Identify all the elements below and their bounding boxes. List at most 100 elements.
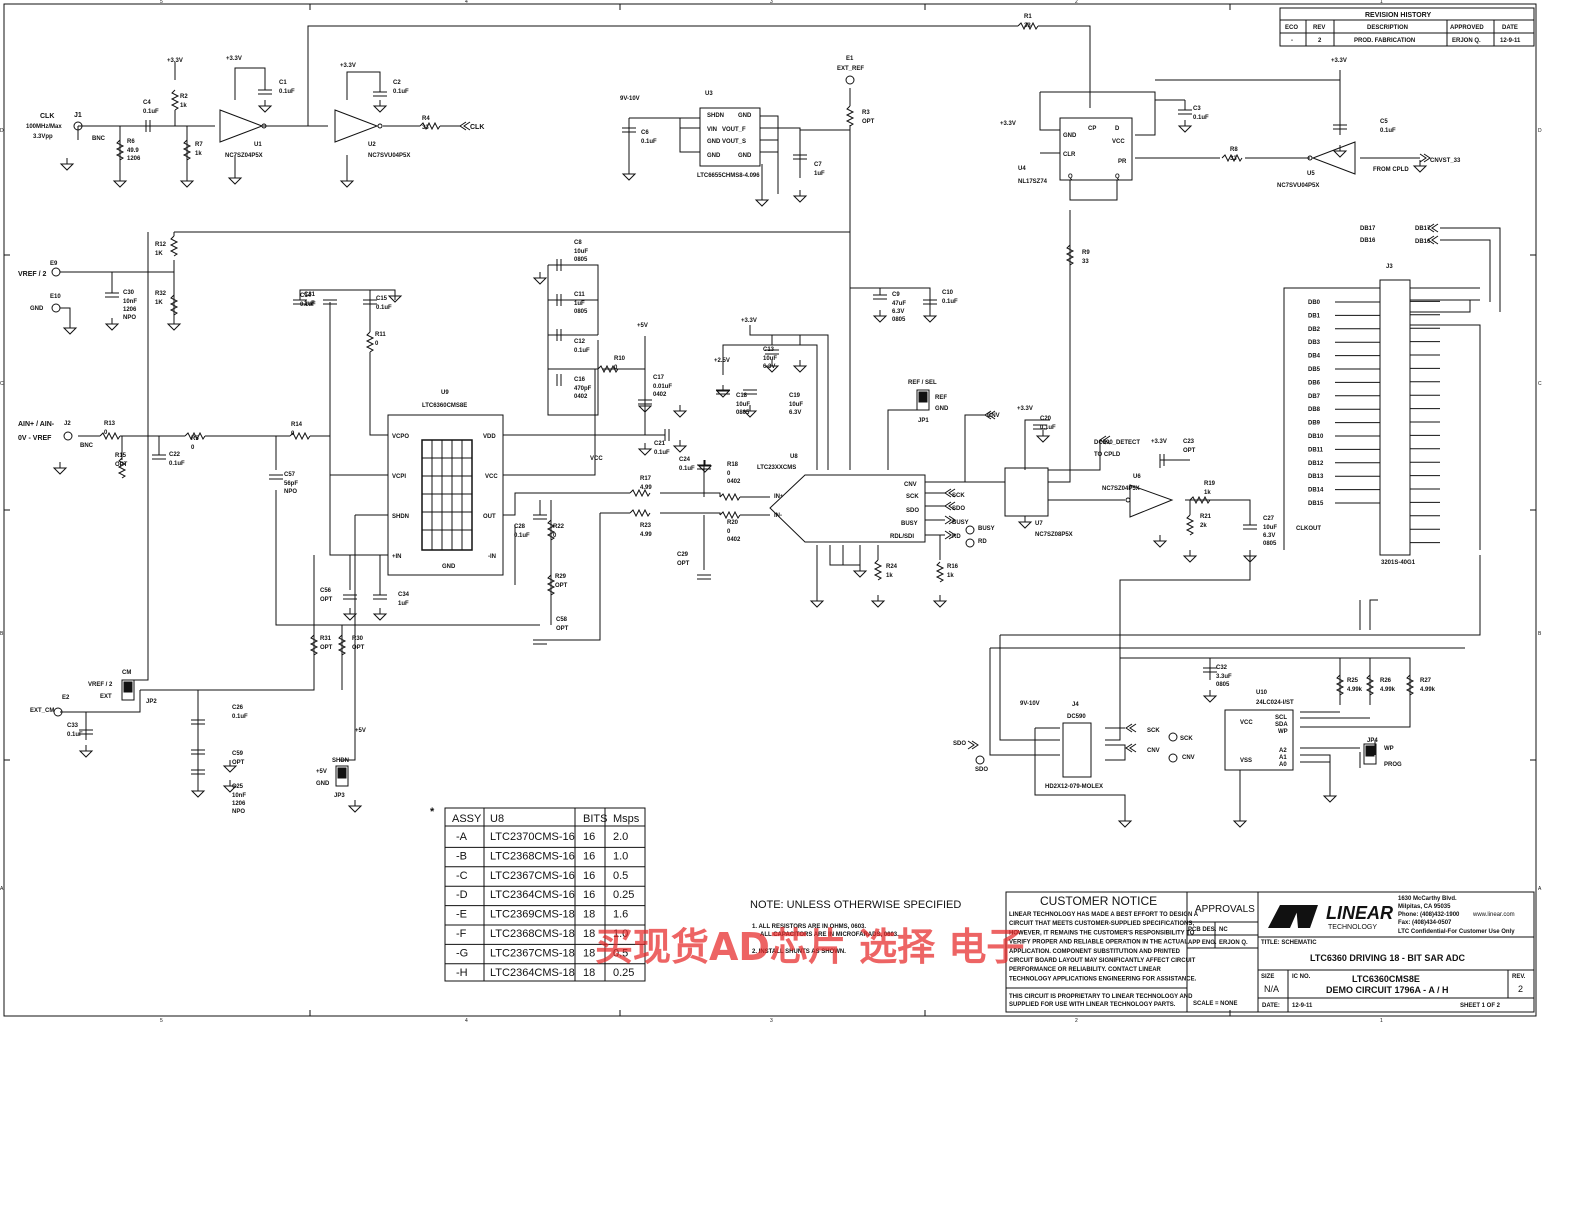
ground-icon — [1152, 535, 1168, 548]
component-r24-ref: R24 — [886, 564, 898, 570]
component-c19-val: 10uF — [789, 402, 803, 408]
e10-testpoint — [51, 303, 61, 313]
ground-icon — [715, 385, 731, 398]
component-c31-ref: C31 — [304, 292, 316, 298]
resistor-symbol — [115, 139, 125, 161]
component-r21-ref: R21 — [1200, 514, 1212, 520]
component-r12-ref: R12 — [155, 242, 167, 248]
e1-testpoint — [845, 75, 855, 85]
component-r22-val: 0 — [553, 533, 557, 539]
notice-line-1: CIRCUIT THAT MEETS CUSTOMER-SUPPLIED SPE… — [1009, 921, 1194, 927]
component-r7-val: 1k — [195, 151, 202, 157]
assy-cell-4-2: 18 — [583, 909, 595, 921]
resistor-symbol — [1221, 153, 1243, 163]
component-c20-val: 0.1uF — [1040, 425, 1056, 431]
assy-cell-3-1: LTC2364CMS-16 — [490, 889, 575, 901]
component-r10-val: 0 — [614, 365, 618, 371]
component-r20-val: 0 — [727, 529, 731, 535]
assy-cell-0-2: 16 — [583, 831, 595, 843]
assy-cell-3-0: -D — [456, 889, 468, 901]
label-u8-pins-3: CNV — [904, 482, 917, 488]
component-c58-val: OPT — [556, 626, 569, 632]
label-labels-e9: E9 — [50, 261, 58, 267]
label-u9-pins-6: +IN — [392, 554, 402, 560]
assy-cell-6-3: 0.5 — [613, 947, 628, 959]
label-u3-pins-2: VIN — [707, 127, 717, 133]
label-u3-pins-0: SHDN — [707, 113, 724, 119]
label-parts-u6-0: U6 — [1133, 474, 1141, 480]
assy-cell-7-0: -H — [456, 967, 468, 979]
label-u9-pins-4: SHDN — [392, 514, 409, 520]
component-c20-ref: C20 — [1040, 416, 1052, 422]
capacitor-symbol — [697, 574, 711, 580]
label-labels-ref: REF — [935, 395, 947, 401]
demo-circuit: DEMO CIRCUIT 1796A - A / H — [1326, 985, 1449, 995]
label-labels-cnv: CNV — [1182, 755, 1195, 761]
date-label: DATE: — [1262, 1003, 1280, 1009]
component-c33-ref: C33 — [67, 723, 79, 729]
component-r4-val: 33 — [422, 125, 429, 131]
db-bus-db0: DB0 — [1308, 300, 1321, 306]
col-3-top: 3 — [770, 0, 773, 5]
jp1-jumper-shunt — [918, 391, 928, 403]
component-r20-pkg: 0402 — [727, 537, 741, 543]
capacitor-symbol — [556, 374, 562, 386]
ground-icon — [621, 168, 637, 181]
component-c9-val: 47uF — [892, 301, 906, 307]
db-bus-db8: DB8 — [1308, 407, 1321, 413]
resistor-symbol — [169, 235, 179, 257]
row-c-left: C — [0, 381, 4, 387]
component-r19-val: 1k — [1204, 490, 1211, 496]
label-parts-u3-0: U3 — [705, 91, 713, 97]
label-labels-gnd: GND — [30, 306, 44, 312]
label-parts-u2-0: U2 — [368, 142, 376, 148]
component-c34-ref: C34 — [398, 592, 410, 598]
db16-arrow — [1427, 235, 1439, 245]
row-d-right: D — [1538, 128, 1542, 134]
resistor-symbol — [117, 457, 127, 479]
component-c4-val: 0.1uF — [143, 109, 159, 115]
sdo-arrow — [944, 501, 956, 511]
capacitor-symbol — [323, 299, 337, 305]
component-c5-ref: C5 — [1380, 119, 1388, 125]
label-u4-pins-1: CP — [1088, 126, 1096, 132]
label-labels-cnv: CNV — [987, 413, 1000, 419]
label-labels-busy: BUSY — [978, 526, 995, 532]
rev-eco: - — [1291, 38, 1293, 44]
size-value: N/A — [1264, 984, 1279, 994]
component-c26-ref: C26 — [232, 705, 244, 711]
db-bus-db14: DB14 — [1308, 488, 1324, 494]
component-r2-ref: R2 — [180, 94, 188, 100]
ground-icon — [532, 272, 548, 285]
label-u8-pins-4: SCK — [906, 494, 919, 500]
label-labels-jp3: JP3 — [334, 793, 345, 799]
u3-ic — [699, 107, 761, 167]
label-parts-u6-1: NC7SZ04P5X — [1102, 486, 1140, 492]
label-u4-pins-3: VCC — [1112, 139, 1125, 145]
ground-icon — [372, 100, 388, 113]
component-r11-val: 0 — [375, 341, 379, 347]
label-labels-v9-10: 9V-10V — [1020, 701, 1040, 707]
label-u10-pins-4: VSS — [1240, 758, 1252, 764]
component-c8-pkg: 0805 — [574, 257, 588, 263]
db-bus-db9: DB9 — [1308, 421, 1321, 427]
label-u9-pins-5: OUT — [483, 514, 496, 520]
col-4-bottom: 4 — [465, 1018, 468, 1024]
label-parts-u10-0: U10 — [1256, 690, 1268, 696]
capacitor-symbol — [79, 729, 93, 735]
component-r30-val: OPT — [352, 645, 365, 651]
u7-ic — [1004, 467, 1049, 517]
label-u10-pins-0: VCC — [1240, 720, 1253, 726]
col-3-bottom: 3 — [770, 1018, 773, 1024]
assy-header-1: U8 — [490, 813, 504, 825]
ground-icon — [166, 318, 182, 331]
approvals-title: APPROVALS — [1195, 904, 1255, 915]
logo-text: LINEAR — [1326, 903, 1393, 923]
component-r32-ref: R32 — [155, 291, 167, 297]
note-2: 2. INSTALL SHUNTS AS SHOWN. — [752, 949, 846, 955]
label-labels-prog: PROG — [1384, 762, 1402, 768]
label-labels-v5: +5V — [316, 769, 327, 775]
label-labels-bnc: BNC — [80, 443, 94, 449]
assy-cell-4-0: -E — [456, 909, 467, 921]
component-c59-val: OPT — [232, 760, 245, 766]
